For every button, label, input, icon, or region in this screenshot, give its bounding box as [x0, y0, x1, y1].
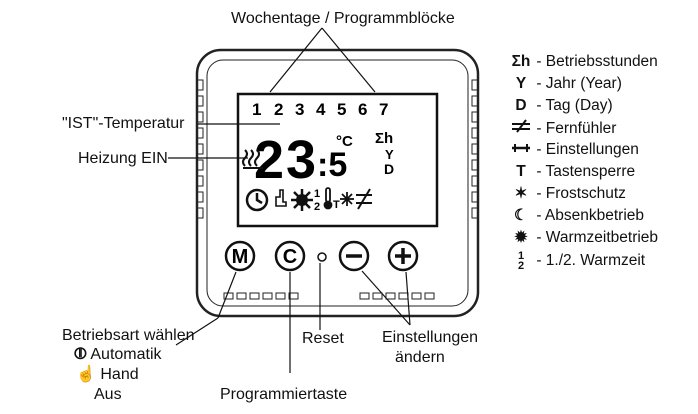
lcd-frost-icon: [340, 192, 354, 206]
lcd-d: D: [384, 161, 394, 177]
day-6: 6: [358, 100, 367, 119]
lcd-sun-icon: [291, 189, 313, 211]
weekday-program-label: Wochentage / Programmblöcke: [231, 10, 455, 27]
legend-item: D - Tag (Day): [510, 97, 612, 114]
day-1: 1: [252, 100, 261, 119]
heating-icon: [242, 149, 263, 169]
heating-on-label: Heizung EIN: [78, 150, 168, 167]
temperature-decimal: :5: [317, 146, 347, 184]
lcd-clock-icon: [245, 188, 269, 212]
lcd-half-2: 2: [314, 201, 320, 213]
frame-ticks-left: [196, 79, 204, 219]
settings-icon: [510, 141, 532, 158]
leader-lines: [168, 27, 411, 373]
mode-auto-label: ⦷ Automatik: [74, 346, 162, 363]
legend-item: Σh - Betriebsstunden: [511, 53, 658, 70]
legend-item: T - Tastensperre: [510, 163, 635, 180]
m-button[interactable]: M: [224, 240, 256, 272]
c-button[interactable]: C: [274, 240, 306, 272]
legend-item: - Fernfühler: [510, 119, 616, 137]
day-numbers: 1 2 3 4 5 6 7: [252, 100, 388, 119]
moon-icon: ☾: [514, 207, 528, 224]
day-2: 2: [274, 100, 283, 119]
lcd-remote-sensor-icon: [356, 188, 372, 210]
legend-item: ✹ - Warmzeitbetrieb: [510, 229, 659, 246]
legend-item: - Einstellungen: [510, 141, 639, 158]
minus-button[interactable]: [338, 240, 370, 272]
mode-select-label: Betriebsart wählen: [62, 327, 195, 344]
frame-ticks-right: [471, 79, 479, 219]
legend-item: ☾ - Absenkbetrieb: [510, 207, 644, 224]
remote-sensor-icon: [510, 119, 532, 137]
legend-item: ✶ - Frostschutz: [510, 185, 626, 202]
day-icon: D: [515, 97, 527, 114]
lcd-display: [236, 92, 439, 228]
lcd-thermometer-icon: [323, 187, 333, 210]
day-7: 7: [379, 100, 388, 119]
lcd-sigma-h: Σh: [375, 130, 393, 147]
svg-text:M: M: [232, 246, 249, 268]
day-4: 4: [316, 100, 326, 119]
lcd-half-1: 1: [314, 188, 320, 200]
temperature-unit: °C: [336, 133, 353, 150]
day-5: 5: [337, 100, 346, 119]
mode-off-label: Aus: [94, 386, 122, 403]
lcd-y: Y: [385, 147, 394, 162]
settings-change-label-1: Einstellungen: [382, 329, 479, 346]
reset-button[interactable]: [317, 252, 327, 262]
lcd-hand-icon: [275, 189, 287, 207]
frost-icon: ✶: [514, 185, 528, 202]
svg-text:C: C: [283, 246, 297, 268]
day-3: 3: [295, 100, 304, 119]
year-icon: Y: [515, 75, 527, 92]
key-lock-icon: T: [516, 163, 526, 180]
plus-button[interactable]: [387, 240, 419, 272]
reset-label: Reset: [302, 330, 344, 347]
hand-icon: ☝: [76, 366, 96, 383]
ist-temperature-label: "IST"-Temperatur: [62, 115, 185, 132]
sigma-h-icon: Σh: [511, 53, 531, 70]
settings-change-label-2: ändern: [395, 349, 445, 366]
program-key-label: Programmiertaste: [220, 386, 348, 403]
temperature-main: 23: [254, 130, 318, 190]
legend-item: Y - Jahr (Year): [510, 75, 622, 92]
clock-icon: ⦷: [74, 346, 87, 363]
lcd-t: T: [333, 199, 340, 211]
sun-icon: ✹: [514, 229, 528, 246]
thermostat-inner-frame: [206, 59, 469, 307]
mode-hand-label: ☝ Hand: [76, 366, 139, 383]
